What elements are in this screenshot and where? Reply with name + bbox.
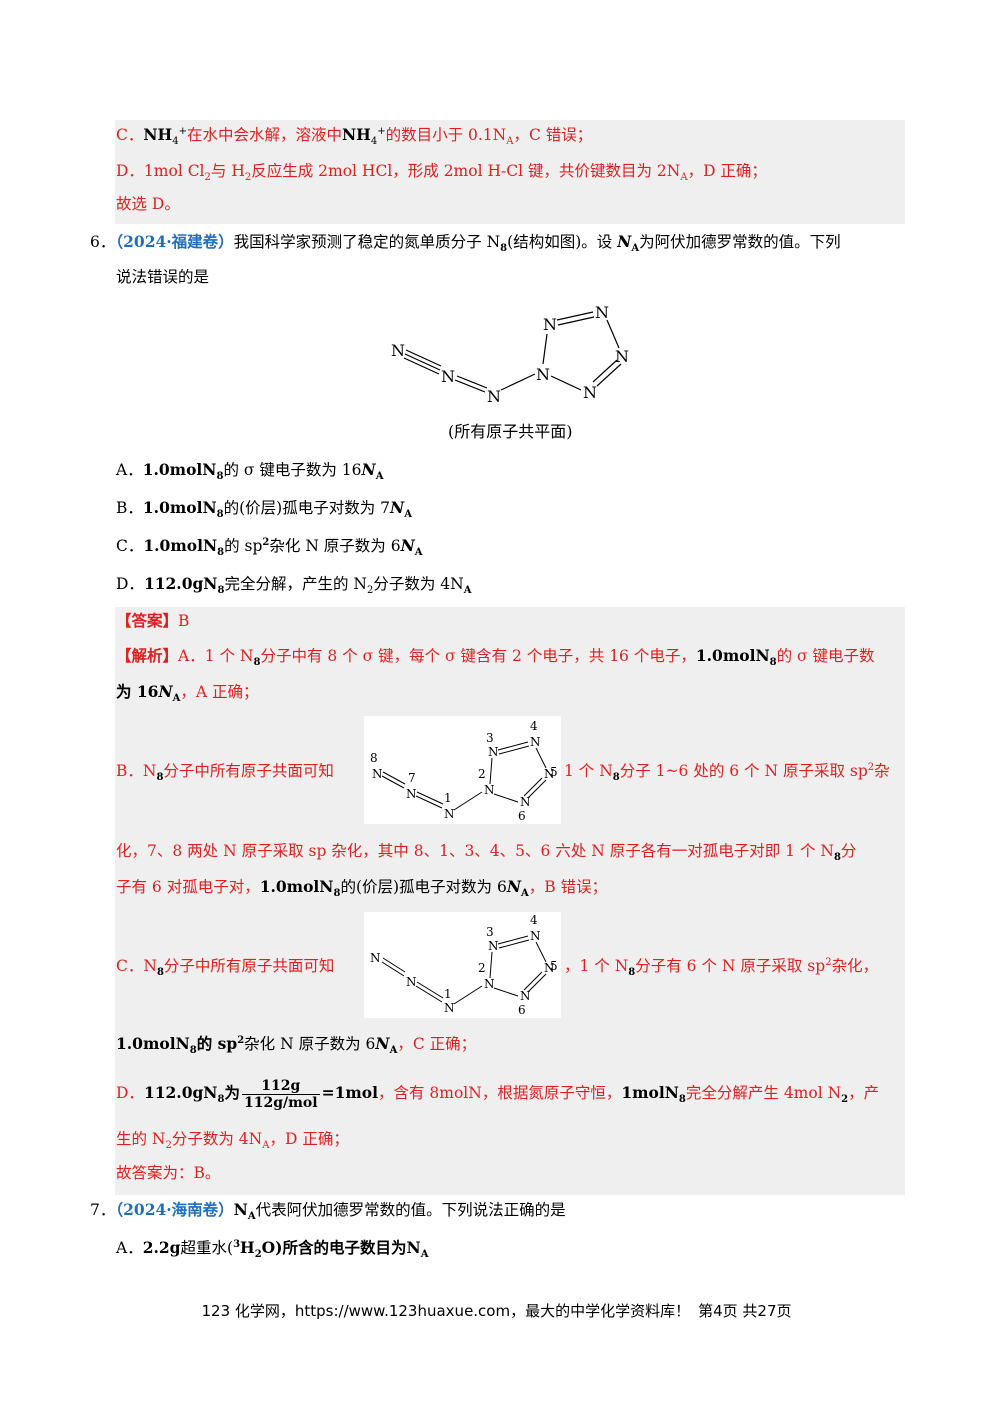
figure-caption: (所有原子共平面)	[448, 422, 573, 441]
svg-text:N: N	[484, 783, 495, 797]
svg-text:5: 5	[550, 959, 558, 973]
atom-n8: N	[391, 341, 405, 360]
svg-text:N: N	[406, 787, 417, 801]
svg-text:3: 3	[486, 731, 494, 745]
q6-answer-panel	[115, 607, 905, 1195]
q6-conclusion: 故答案为：B。	[116, 1164, 221, 1182]
svg-text:8: 8	[370, 751, 378, 765]
atom-n7: N	[441, 367, 455, 386]
svg-text:N: N	[520, 989, 531, 1003]
atom-n6: N	[583, 383, 597, 402]
q6-stem-line2: 说法错误的是	[116, 268, 210, 286]
svg-text:7: 7	[408, 771, 416, 785]
footer-site-text[interactable]: 123 化学网，https://www.123huaxue.com，最大的中学化…	[201, 1302, 691, 1320]
q6-analysis-b-line3: 子有 6 对孤电子对，1.0molN8的(价层)孤电子对数为 6NA，B 错误；	[116, 877, 608, 900]
prev-option-c: C．NH4+在水中会水解，溶液中NH4+的数目小于 0.1NA，C 错误；	[116, 125, 593, 148]
prev-conclusion: 故选 D。	[116, 195, 180, 213]
q6-analysis-c-line1-right: ，1 个 N8分子有 6 个 N 原子采取 sp2杂化，	[564, 956, 879, 979]
svg-text:N: N	[544, 767, 555, 781]
q6-analysis-c-line2: 1.0molN8的 sp2杂化 N 原子数为 6NA，C 正确；	[116, 1034, 477, 1057]
q6-stem-line1: 6．（2024·福建卷）我国科学家预测了稳定的氮单质分子 N8(结构如图)。设 …	[90, 232, 841, 255]
q6-analysis-b-line1-right: 1 个 N8分子 1~6 处的 6 个 N 原子采取 sp2杂	[564, 761, 890, 784]
atom-n3: N	[543, 315, 557, 334]
q6-analysis-a-line2: 为 16NA，A 正确；	[116, 682, 259, 705]
q6-analysis-d-line2: 生的 N2分子数为 4NA，D 正确；	[116, 1130, 349, 1152]
previous-answer-panel	[115, 120, 905, 224]
svg-text:6: 6	[518, 809, 526, 823]
svg-text:1: 1	[444, 987, 452, 1001]
svg-text:N: N	[444, 1001, 455, 1015]
atom-n1: N	[487, 387, 501, 406]
svg-text:4: 4	[530, 913, 538, 927]
svg-text:N: N	[488, 745, 499, 759]
atom-n4: N	[595, 303, 609, 322]
q6-analysis-b-line2: 化，7、8 两处 N 原子采取 sp 杂化，其中 8、1、3、4、5、6 六处 …	[116, 842, 857, 864]
svg-text:2: 2	[478, 767, 486, 781]
page-footer: 123 化学网，https://www.123huaxue.com，最大的中学化…	[0, 1300, 993, 1321]
svg-text:N: N	[484, 977, 495, 991]
n8-structure-figure: N N N N N N N N	[391, 303, 629, 406]
q6-analysis-c-line1-left: C．N8分子中所有原子共面可知	[116, 957, 335, 979]
svg-text:N: N	[530, 735, 541, 749]
q6-option-b: B．1.0molN8的(价层)孤电子对数为 7NA	[116, 498, 412, 521]
svg-text:N: N	[370, 951, 381, 965]
q6-option-c: C．1.0molN8的 sp2杂化 N 原子数为 6NA	[116, 536, 423, 559]
q6-analysis-a-line1: 【解析】A．1 个 N8分子中有 8 个 σ 键，每个 σ 键含有 2 个电子，…	[116, 646, 875, 669]
svg-text:N: N	[530, 929, 541, 943]
q7-stem: 7．（2024·海南卷）NA代表阿伏加德罗常数的值。下列说法正确的是	[90, 1200, 566, 1223]
atom-n2: N	[536, 365, 550, 384]
svg-text:2: 2	[478, 961, 486, 975]
svg-text:N: N	[544, 961, 555, 975]
atom-n5: N	[615, 347, 629, 366]
svg-text:N: N	[488, 939, 499, 953]
q6-option-d: D．112.0gN8完全分解，产生的 N2分子数为 4NA	[116, 574, 472, 597]
svg-text:N: N	[444, 807, 455, 821]
svg-text:4: 4	[530, 719, 538, 733]
q6-option-a: A．1.0molN8的 σ 键电子数为 16NA	[116, 460, 384, 483]
prev-option-d: D．1mol Cl2与 H2反应生成 2mol HCl，形成 2mol H-Cl…	[116, 162, 767, 184]
svg-text:N: N	[406, 975, 417, 989]
svg-text:3: 3	[486, 925, 494, 939]
q6-answer: 【答案】B	[116, 611, 190, 630]
svg-text:6: 6	[518, 1003, 526, 1017]
svg-text:N: N	[520, 795, 531, 809]
svg-text:N: N	[372, 767, 383, 781]
page-number: 第4页 共27页	[698, 1302, 792, 1320]
q6-analysis-b-line1-left: B．N8分子中所有原子共面可知	[116, 762, 334, 784]
svg-text:1: 1	[444, 791, 452, 805]
q7-option-a: A．2.2g超重水(3H2O)所含的电子数目为NA	[116, 1238, 429, 1261]
svg-text:5: 5	[550, 765, 558, 779]
